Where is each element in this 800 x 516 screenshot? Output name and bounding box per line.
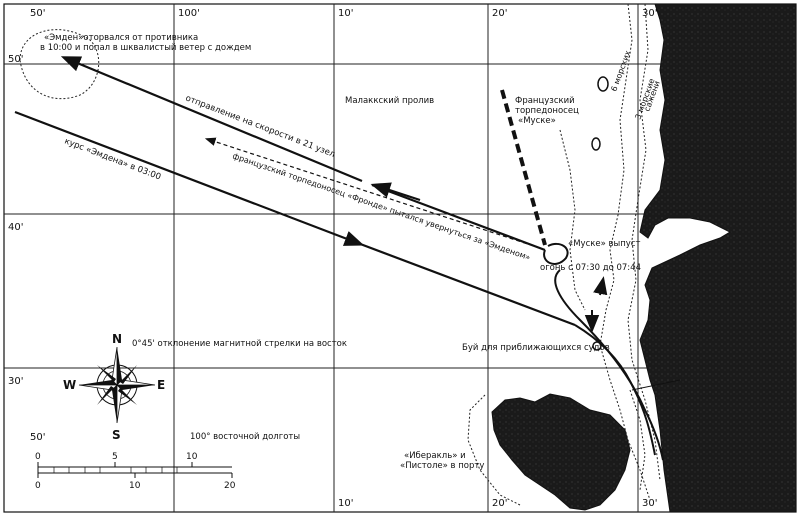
- scale-top-5: 5: [112, 452, 118, 462]
- grid-row-50: 50': [30, 432, 45, 443]
- grid-labels: 50' 100' 10' 20' 30' 50' 40' 30' 10' 20'…: [8, 8, 657, 509]
- grid-bottom-2: 30': [642, 498, 657, 509]
- islet-middle: [591, 137, 601, 151]
- compass-s: S: [112, 428, 121, 442]
- grid-left-2: 30': [8, 376, 23, 387]
- grid-top-1: 100': [178, 8, 200, 19]
- route-course-seg2: [354, 240, 576, 327]
- grid-bottom-0: 10': [338, 498, 353, 509]
- label-magnetic: 0°45' отклонение магнитной стрелки на во…: [132, 339, 347, 349]
- route-escape-arrow: [370, 182, 421, 202]
- label-iberakl-2: «Пистоле» в порту: [400, 461, 484, 471]
- grid-top-4: 30': [642, 8, 657, 19]
- grid-bottom-1: 20': [492, 498, 507, 509]
- scale-bottom-0: 0: [35, 481, 41, 491]
- route-escape-seg2: [60, 56, 363, 183]
- scale-bottom-20: 20: [224, 481, 236, 491]
- scale-bottom-10: 10: [129, 481, 141, 491]
- scale-top-0: 0: [35, 452, 41, 462]
- compass-n: N: [112, 332, 122, 346]
- scale-bar: 0 5 10 0 10 20: [35, 452, 236, 491]
- depth-contours: [467, 3, 661, 506]
- grid-left-1: 40': [8, 222, 23, 233]
- label-iberakl-1: «Иберакль» и: [404, 451, 466, 461]
- label-emden-broke-2: в 10:00 и попал в шквалистый ветер с дож…: [40, 43, 251, 53]
- grid-top-2: 10': [338, 8, 353, 19]
- islet-north: [597, 76, 609, 92]
- compass-w: W: [63, 378, 76, 392]
- route-escape-seg1: [371, 183, 546, 252]
- label-french-3: «Муске»: [518, 116, 556, 126]
- land-east: [639, 3, 797, 513]
- compass-e: E: [157, 378, 165, 392]
- label-french-2: торпедоносец: [515, 106, 579, 116]
- label-french-1: Французский: [515, 96, 575, 106]
- label-fire-time: огонь с 07:30 до 07:44: [540, 263, 641, 273]
- route-musket: [500, 89, 547, 246]
- label-emden-broke: «Эмден»оторвался от противника: [44, 33, 198, 43]
- grid-top-3: 20': [492, 8, 507, 19]
- grid-top-0: 50': [30, 8, 45, 19]
- label-malacca: Малаккский пролив: [345, 96, 434, 106]
- scale-top-10: 10: [186, 452, 198, 462]
- grid-left-0: 50': [8, 54, 23, 65]
- buoy-icon: [592, 341, 602, 351]
- arrow-up-small: [593, 276, 608, 296]
- compass-rose-icon: N S E W: [63, 332, 165, 442]
- label-musket-fire: «Муске» выпуст: [568, 239, 640, 249]
- route-course-seg1: [14, 110, 365, 246]
- route-loop: [543, 242, 569, 265]
- longitude-label: 100° восточной долготы: [190, 432, 300, 442]
- route-french-pursuit: [204, 137, 541, 249]
- label-buoy: Буй для приближающихся судов: [462, 343, 610, 353]
- rain-area: [19, 29, 100, 100]
- route-harbour-b: [554, 269, 664, 461]
- land-island: [491, 393, 631, 511]
- buoy-leader: [631, 379, 681, 391]
